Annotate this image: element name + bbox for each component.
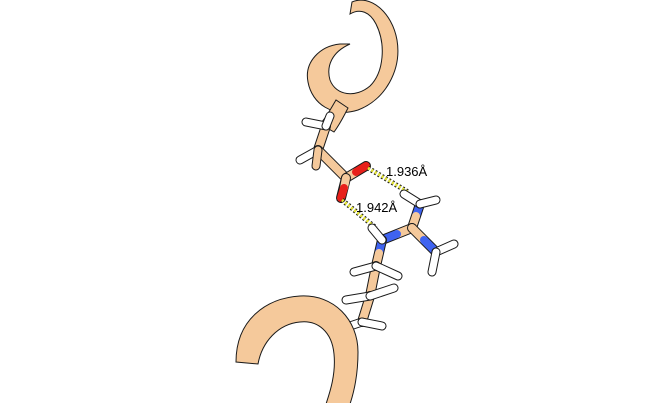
acidic-residue-sticks (295, 111, 371, 203)
hbond-distance-label-2: 1.942Å (356, 200, 398, 215)
basic-residue-sticks (341, 189, 459, 331)
hbond-distance-label-1: 1.936Å (386, 164, 428, 179)
hydrogen-bonds (340, 165, 410, 230)
lower-coil-ribbon (235, 295, 359, 403)
upper-coil-ribbon (306, 0, 399, 133)
